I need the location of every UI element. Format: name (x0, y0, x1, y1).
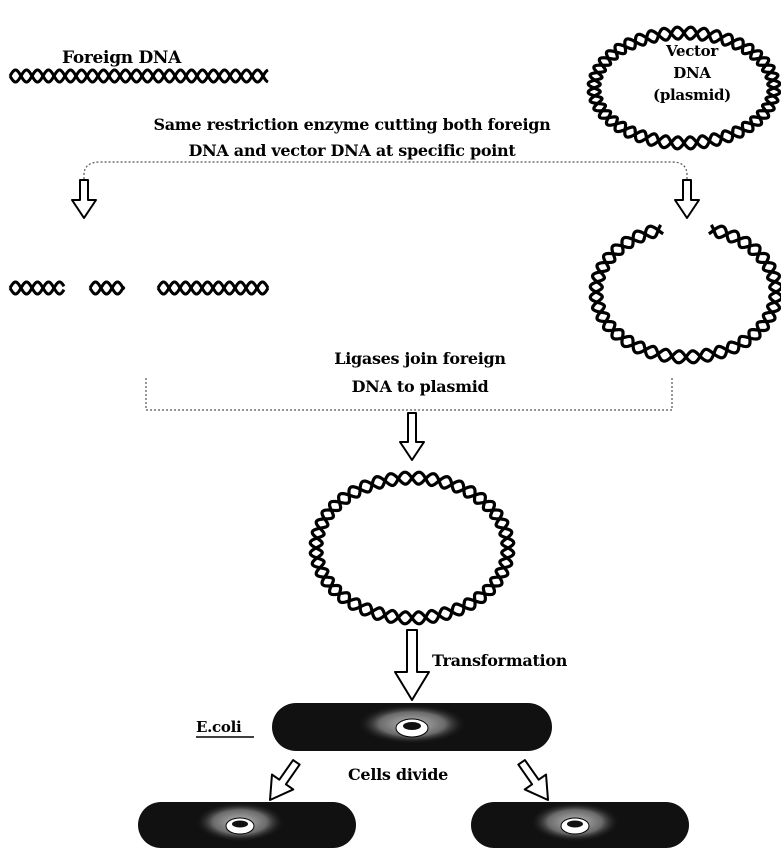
restriction-label-line1: Same restriction enzyme cutting both for… (153, 115, 551, 134)
foreign-dna-label: Foreign DNA (62, 48, 182, 68)
daughter-cell-left (138, 802, 356, 848)
restriction-bracket (83, 161, 688, 195)
foreign-dna-strand (8, 68, 269, 84)
cells-divide-label: Cells divide (348, 765, 449, 784)
transformation-label: Transformation (432, 651, 568, 670)
vector-dna-label-line3: (plasmid) (653, 86, 731, 104)
vector-plasmid (586, 25, 781, 151)
ligase-label-line2: DNA to plasmid (351, 377, 489, 396)
ecoli-label: E.coli (196, 718, 242, 736)
vector-dna-label-line1: Vector (666, 42, 718, 60)
ligase-label-line1: Ligases join foreign (334, 349, 506, 368)
ecoli-cell (272, 703, 552, 751)
down-arrow-icon (674, 179, 700, 219)
daughter-cell-right (471, 802, 689, 848)
restriction-label: Same restriction enzyme cutting both for… (62, 112, 642, 164)
down-arrow-icon (71, 179, 97, 219)
diagonal-arrow-icon (517, 759, 549, 801)
diagonal-arrow-icon (269, 759, 301, 801)
transformation-arrow-icon (394, 629, 430, 701)
recombinant-plasmid (308, 470, 516, 626)
ligase-label: Ligases join foreign DNA to plasmid (260, 345, 580, 401)
vector-dna-label: Vector DNA (plasmid) (636, 40, 748, 106)
vector-dna-label-line2: DNA (673, 64, 711, 82)
cut-plasmid (588, 224, 781, 365)
down-arrow-icon (399, 412, 425, 461)
cut-foreign-dna-fragments (8, 280, 270, 296)
restriction-label-line2: DNA and vector DNA at specific point (188, 141, 516, 160)
ligase-bracket (145, 378, 673, 411)
